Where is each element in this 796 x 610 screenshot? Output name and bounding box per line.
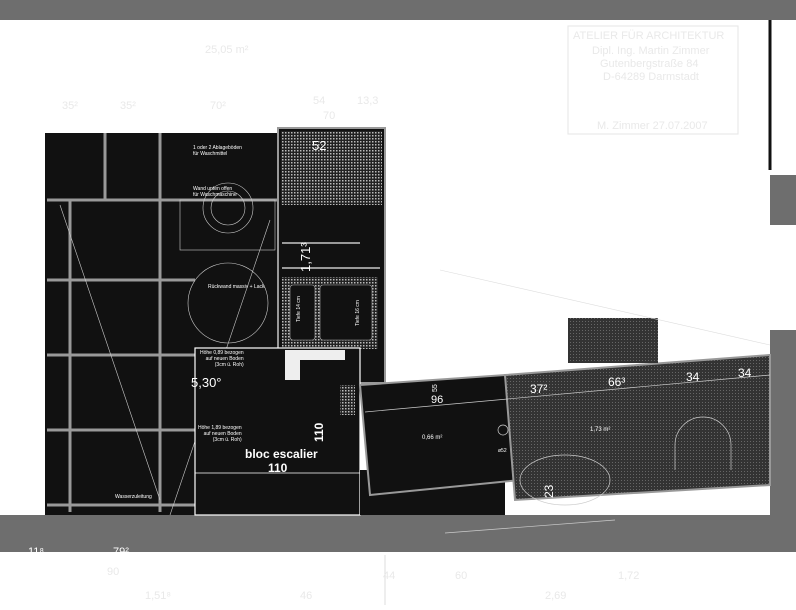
- area-small: 0,66 m²: [422, 435, 443, 441]
- dimension: 79²: [113, 546, 129, 558]
- dimension-372: 37²: [530, 382, 548, 396]
- title-block-line: Dipl. Ing. Martin Zimmer: [592, 45, 710, 57]
- stair-block: [194, 347, 361, 516]
- dimension: 2,69: [545, 590, 567, 602]
- title-block-frame: [567, 25, 739, 135]
- dimension-34: 34: [738, 366, 752, 380]
- right-border-band: [770, 175, 796, 225]
- dimension-52: 52: [312, 138, 327, 153]
- annotation-height-2: Höhe 1,89 bezogen auf neuen Boden (3cm ü…: [198, 425, 242, 443]
- annotation-water: Wasserzuleitung: [115, 494, 152, 500]
- sink: [519, 454, 611, 506]
- dimension: 70²: [210, 100, 226, 112]
- dimension-96: 96: [431, 394, 444, 406]
- bottom-border-band: [0, 515, 770, 552]
- dimension-55: 55: [432, 384, 439, 392]
- dimension-23: 23: [542, 484, 556, 498]
- dimension: 60: [455, 570, 468, 582]
- annotation-depth-16: Tiefe 16 cm: [355, 300, 361, 326]
- dimension-530: 5,30°: [191, 375, 222, 390]
- dimension-34: 34: [686, 370, 700, 384]
- annotation-rear-wall: Rückwand massiv + Lack: [208, 284, 265, 290]
- dimension: 1,51⁸: [145, 590, 172, 602]
- stair-width: 110: [268, 461, 288, 475]
- title-block-line: Gutenbergstraße 84: [600, 58, 699, 70]
- dimension: 46: [300, 590, 313, 602]
- toilet: [674, 416, 732, 470]
- dimension-663: 66³: [608, 375, 626, 389]
- annotation-depth-14: Tiefe 14 cm: [296, 296, 302, 322]
- dimension-d52: ø52: [498, 448, 507, 454]
- signature: M. Zimmer 27.07.2007: [597, 120, 708, 132]
- dimension-171: 1,71³: [298, 242, 313, 272]
- top-border-band: [0, 0, 796, 20]
- dimension: 11⁸: [28, 546, 45, 558]
- room-area: 25,05 m²: [205, 44, 249, 56]
- stair-height: 110: [312, 422, 326, 442]
- dimension: 35²: [62, 100, 78, 112]
- annotation-shelves: 1 oder 2 Ablageböden für Waschmittel: [193, 145, 242, 157]
- stair-label: bloc escalier: [245, 447, 318, 461]
- annotation-wall: Wand unten offen für Waschmaschine: [193, 186, 237, 198]
- annotation-height-1: Höhe 0,89 bezogen auf neuen Boden (3cm ü…: [200, 350, 244, 368]
- area-large: 1,73 m²: [590, 427, 611, 433]
- hatched-area: [281, 131, 382, 205]
- dimension: 54: [313, 95, 326, 107]
- title-block-line: D-64289 Darmstadt: [603, 71, 699, 83]
- dimension: 90: [107, 566, 120, 578]
- dimension: 35²: [120, 100, 136, 112]
- right-border-band-lower: [770, 330, 796, 552]
- title-block-line: ATELIER FÜR ARCHITEKTUR: [573, 30, 725, 42]
- dimension: 70: [323, 110, 336, 122]
- dimension: 1,72: [618, 570, 640, 582]
- dimension: 44: [383, 570, 396, 582]
- bathroom-large: [503, 353, 771, 502]
- dimension: 13,3: [357, 95, 379, 107]
